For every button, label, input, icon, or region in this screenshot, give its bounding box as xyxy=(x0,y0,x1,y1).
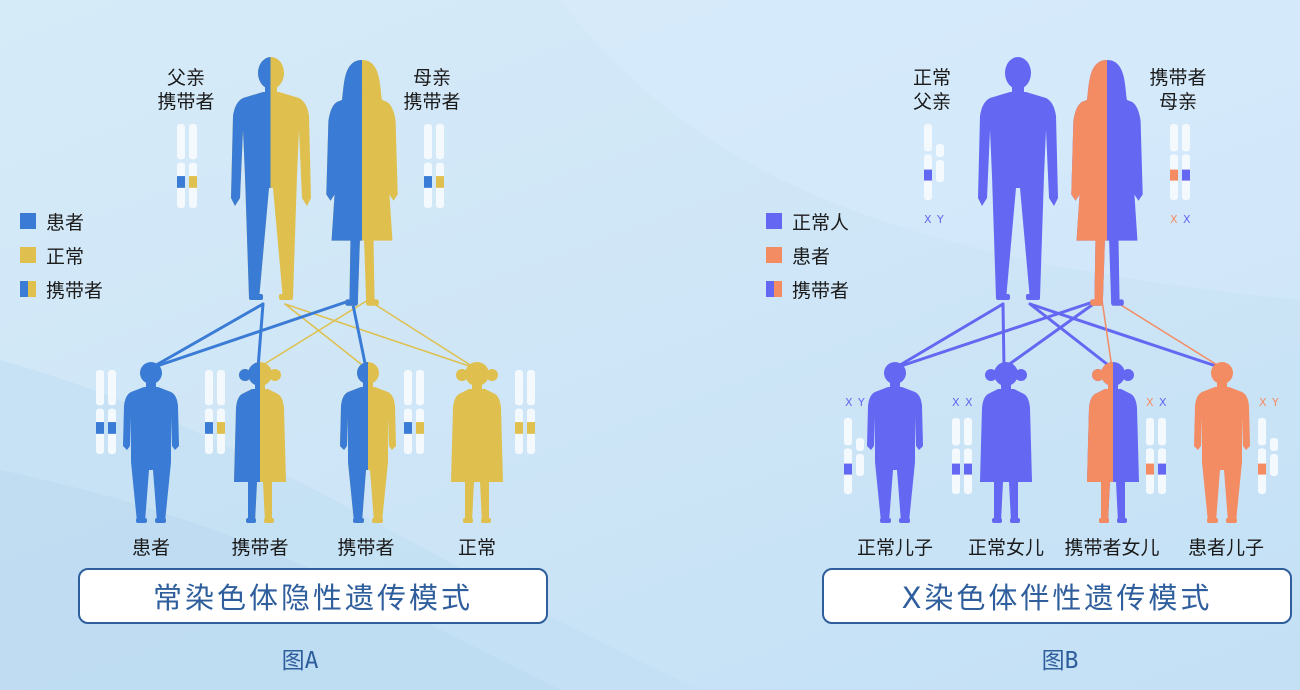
child-figure-b-2 xyxy=(980,362,1032,523)
legend-item-affected-b: 患者 xyxy=(766,238,849,272)
chromosomes-child-b-4 xyxy=(1258,418,1278,494)
legend-item-normal-b: 正常人 xyxy=(766,204,849,238)
chrom-label-child-b-2-x: X xyxy=(952,396,960,409)
chrom-label-child-b-2-x2: X xyxy=(965,396,973,409)
chrom-label-child-b-3-x2: X xyxy=(1159,396,1167,409)
child-label-a-3: 携带者 xyxy=(337,537,395,559)
legend-item-carrier: 携带者 xyxy=(20,272,103,306)
line-a-father-child4 xyxy=(284,303,476,369)
child-figure-b-3 xyxy=(1087,362,1139,523)
line-a-mother-child2 xyxy=(257,299,369,369)
mother-label-a: 母亲携带者 xyxy=(403,67,461,113)
child-figure-b-1 xyxy=(867,362,923,523)
line-b-mother-child4 xyxy=(1112,299,1223,369)
child-label-b-1: 正常儿子 xyxy=(856,537,934,559)
title-box-b: X染色体伴性遗传模式 xyxy=(822,568,1292,624)
chrom-label-child-b-4-x: X xyxy=(1259,396,1267,409)
line-b-mother-child3 xyxy=(1101,299,1113,369)
line-b-father-child3 xyxy=(1028,302,1114,370)
line-a-father-child3 xyxy=(284,303,367,369)
child-label-a-1: 患者 xyxy=(131,537,171,559)
carrier-swatch xyxy=(20,281,36,297)
affected-swatch xyxy=(766,247,782,263)
father-label-a: 父亲携带者 xyxy=(157,67,215,113)
father-figure-b xyxy=(978,57,1058,300)
normal-swatch xyxy=(20,247,36,263)
child-label-b-3: 携带者女儿 xyxy=(1064,537,1160,559)
chromosomes-child-a-3 xyxy=(404,370,424,454)
chrom-label-child-b-4-y: Y xyxy=(1271,396,1279,409)
mother-figure-b xyxy=(1071,60,1143,306)
line-b-father-child4 xyxy=(1028,302,1224,370)
child-figure-a-3 xyxy=(340,362,396,523)
line-a-mother-child4 xyxy=(367,299,476,369)
chrom-label-mother-b-x2: X xyxy=(1183,213,1191,226)
figure-label-b: 图B xyxy=(1041,648,1079,674)
family-figures xyxy=(123,57,1250,523)
legend-item-carrier-b: 携带者 xyxy=(766,272,849,306)
line-a-father-child1 xyxy=(149,302,265,370)
line-a-father-child2 xyxy=(256,302,265,370)
line-b-mother-child2 xyxy=(1002,298,1101,370)
chromosomes-mother-a xyxy=(424,124,444,208)
chrom-label-child-b-1-y: Y xyxy=(857,396,865,409)
carrier-swatch xyxy=(766,281,782,297)
child-label-a-2: 携带者 xyxy=(231,537,289,559)
line-a-mother-child1 xyxy=(149,298,354,370)
legend-b: 正常人 患者 携带者 xyxy=(766,204,849,306)
father-label-b: 正常父亲 xyxy=(912,67,952,113)
chromosomes-child-b-2 xyxy=(952,418,972,494)
child-figure-a-1 xyxy=(123,362,179,523)
chrom-label-father-b-y: Y xyxy=(936,213,944,226)
line-a-mother-child3 xyxy=(350,298,368,370)
chromosomes-child-a-4 xyxy=(515,370,535,454)
line-b-father-child1 xyxy=(893,302,1005,370)
legend-item-normal: 正常 xyxy=(20,238,103,272)
line-b-father-child2 xyxy=(1001,302,1006,370)
title-box-a: 常染色体隐性遗传模式 xyxy=(78,568,548,624)
chromosomes-father-b xyxy=(924,124,944,200)
affected-swatch xyxy=(20,213,36,229)
chromosomes-mother-b xyxy=(1170,124,1190,200)
legend-item-affected: 患者 xyxy=(20,204,103,238)
inheritance-lines xyxy=(149,298,1224,370)
mother-label-b: 携带者母亲 xyxy=(1149,67,1207,113)
chromosomes-child-b-1 xyxy=(844,418,864,494)
child-figure-a-2 xyxy=(234,362,286,523)
chromosomes-child-a-1 xyxy=(96,370,116,454)
line-b-mother-child1 xyxy=(893,298,1101,370)
mother-figure-a xyxy=(326,60,398,306)
chrom-label-child-b-1-x: X xyxy=(845,396,853,409)
father-figure-a xyxy=(231,57,311,300)
chromosomes-child-a-2 xyxy=(205,370,225,454)
child-figure-b-4 xyxy=(1194,362,1250,523)
normal-swatch xyxy=(766,213,782,229)
child-figure-a-4 xyxy=(451,362,503,523)
child-label-a-4: 正常 xyxy=(457,537,497,559)
chrom-label-father-b-x: X xyxy=(924,213,932,226)
chrom-label-mother-b-x: X xyxy=(1170,213,1178,226)
child-label-b-4: 患者儿子 xyxy=(1187,537,1265,559)
chrom-label-child-b-3-x: X xyxy=(1146,396,1154,409)
chromosomes-child-b-3 xyxy=(1146,418,1166,494)
figure-label-a: 图A xyxy=(281,648,319,674)
chromosomes-father-a xyxy=(177,124,197,208)
legend-a: 患者 正常 携带者 xyxy=(20,204,103,306)
child-label-b-2: 正常女儿 xyxy=(967,537,1045,559)
